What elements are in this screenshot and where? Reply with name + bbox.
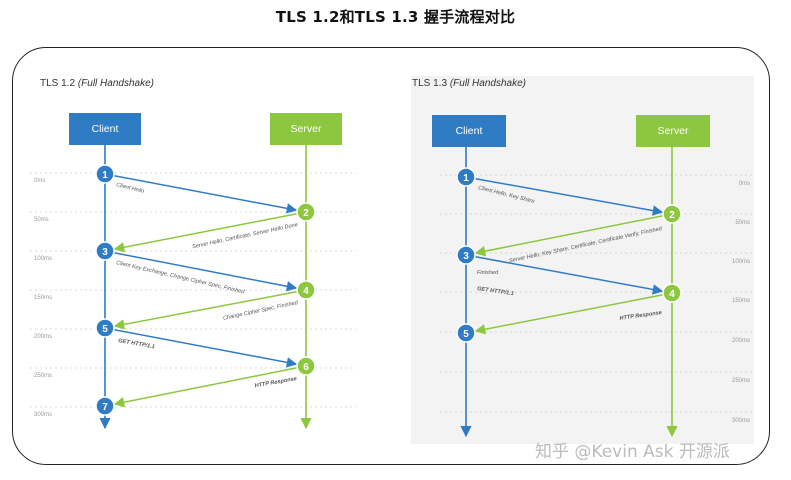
tls13-version-label: TLS 1.3 bbox=[412, 78, 448, 89]
tls12-step-number: 3 bbox=[102, 247, 108, 258]
tls12-tick-label: 150ms bbox=[34, 295, 52, 301]
tls13-mode-label: (Full Handshake) bbox=[449, 78, 526, 89]
tls12-mode-label: (Full Handshake) bbox=[77, 78, 154, 89]
tls12-tick-label: 200ms bbox=[34, 334, 52, 340]
tls13-client-box: Client bbox=[432, 115, 506, 147]
tls13-step-number: 3 bbox=[463, 251, 469, 262]
tls12-step-node bbox=[95, 241, 115, 261]
tls13-step-number: 5 bbox=[463, 329, 469, 340]
tls13-tick-label: 150ms bbox=[732, 298, 750, 304]
tls13-tick-label: 200ms bbox=[732, 338, 750, 344]
tls12-message-label: HTTP Response bbox=[254, 376, 297, 389]
tls12-message-arrow bbox=[113, 290, 298, 330]
tls13-message-arrow bbox=[474, 177, 664, 216]
tls12-step-node bbox=[95, 164, 115, 184]
tls13-step-node bbox=[456, 245, 476, 265]
tls12-step-number: 1 bbox=[102, 170, 108, 181]
tls13-heading: TLS 1.3 (Full Handshake) bbox=[412, 78, 526, 89]
tls12-tick-label: 50ms bbox=[34, 217, 49, 223]
tls12-tick-label: 250ms bbox=[34, 373, 52, 379]
tls12-client-box: Client bbox=[69, 113, 141, 145]
tls12-tick-label: 0ms bbox=[34, 178, 45, 184]
tls13-step-node bbox=[662, 204, 682, 224]
tls12-message-label: GET HTTP/1.1 bbox=[118, 338, 155, 350]
tls13-step-number: 1 bbox=[463, 173, 469, 184]
diagram-frame bbox=[12, 47, 770, 465]
tls12-step-node bbox=[95, 396, 115, 416]
tls12-tick-label: 100ms bbox=[34, 256, 52, 262]
tls12-step-number: 4 bbox=[303, 286, 309, 297]
tls12-message-arrow bbox=[113, 251, 298, 292]
tls13-message-label: HTTP Response bbox=[619, 310, 662, 322]
tls12-message-label: Client Hello bbox=[116, 182, 145, 195]
tls12-server-box: Server bbox=[270, 113, 342, 145]
tls12-step-node bbox=[296, 280, 316, 300]
tls13-tick-label: 0ms bbox=[739, 181, 750, 187]
tls13-step-node bbox=[662, 283, 682, 303]
tls13-step-node bbox=[456, 323, 476, 343]
tls13-message-arrow bbox=[474, 255, 664, 295]
tls12-step-node bbox=[95, 318, 115, 338]
tls12-step-number: 6 bbox=[303, 362, 309, 373]
tls13-step-number: 4 bbox=[669, 289, 675, 300]
tls12-step-node bbox=[296, 202, 316, 222]
tls13-tick-label: 250ms bbox=[732, 378, 750, 384]
tls13-message-arrow bbox=[474, 215, 664, 257]
tls12-step-number: 5 bbox=[102, 324, 108, 335]
tls13-step-node bbox=[456, 167, 476, 187]
tls13-message-label: GET HTTP/1.1 bbox=[477, 286, 514, 297]
page-title: TLS 1.2和TLS 1.3 握手流程对比 bbox=[275, 8, 516, 26]
tls13-tick-label: 300ms bbox=[732, 418, 750, 424]
tls12-message-label: Server Hello, Certificate, Server Hello … bbox=[192, 222, 299, 250]
tls12-step-node bbox=[296, 356, 316, 376]
tls12-version-label: TLS 1.2 bbox=[40, 78, 76, 89]
tls13-tick-label: 100ms bbox=[732, 259, 750, 265]
watermark: 知乎 @Kevin Ask 开源派 bbox=[535, 442, 730, 462]
tls12-tick-label: 300ms bbox=[34, 412, 52, 418]
tls13-message-arrow bbox=[474, 293, 664, 335]
tls12-diagram: 0ms 50ms 100ms 150ms 200ms 250ms 300ms Client H… bbox=[30, 145, 356, 430]
tls12-message-arrow bbox=[113, 328, 298, 368]
tls13-server-box: Server bbox=[636, 115, 710, 147]
tls12-message-arrow bbox=[113, 367, 298, 408]
tls12-step-number: 7 bbox=[102, 402, 108, 413]
tls12-message-arrow bbox=[113, 174, 298, 214]
tls12-message-arrow bbox=[113, 212, 298, 253]
tls12-heading: TLS 1.2 (Full Handshake) bbox=[40, 78, 154, 89]
tls13-step-number: 2 bbox=[669, 210, 675, 221]
tls12-step-number: 2 bbox=[303, 208, 309, 219]
tls13-tick-label: 50ms bbox=[735, 220, 750, 226]
tls13-message-label: Finished bbox=[477, 270, 499, 276]
